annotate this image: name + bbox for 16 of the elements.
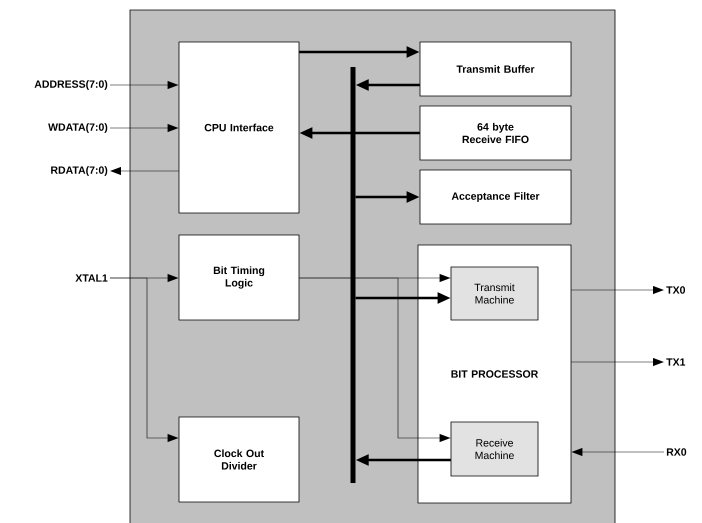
pin-label: XTAL1 bbox=[75, 274, 108, 282]
pin-label: RX0 bbox=[666, 448, 686, 456]
block-box: 64 byte Receive FIFO bbox=[420, 106, 572, 160]
block-box: Bit Timing Logic bbox=[178, 234, 300, 320]
block-box: CPU Interface bbox=[178, 42, 300, 214]
block-box: Clock Out Divider bbox=[178, 416, 300, 502]
machine-box: Transmit Machine bbox=[450, 266, 538, 320]
pin-label: WDATA(7:0) bbox=[48, 123, 108, 133]
block-box: Transmit Buffer bbox=[420, 42, 572, 96]
pin-label: TX1 bbox=[666, 358, 686, 366]
pin-label: TX0 bbox=[666, 286, 686, 294]
machine-box: Receive Machine bbox=[450, 422, 538, 476]
pin-label: ADDRESS(7:0) bbox=[34, 80, 108, 90]
block-box: Acceptance Filter bbox=[420, 170, 572, 224]
data-bus bbox=[350, 67, 356, 483]
pin-label: RDATA(7:0) bbox=[51, 166, 108, 176]
